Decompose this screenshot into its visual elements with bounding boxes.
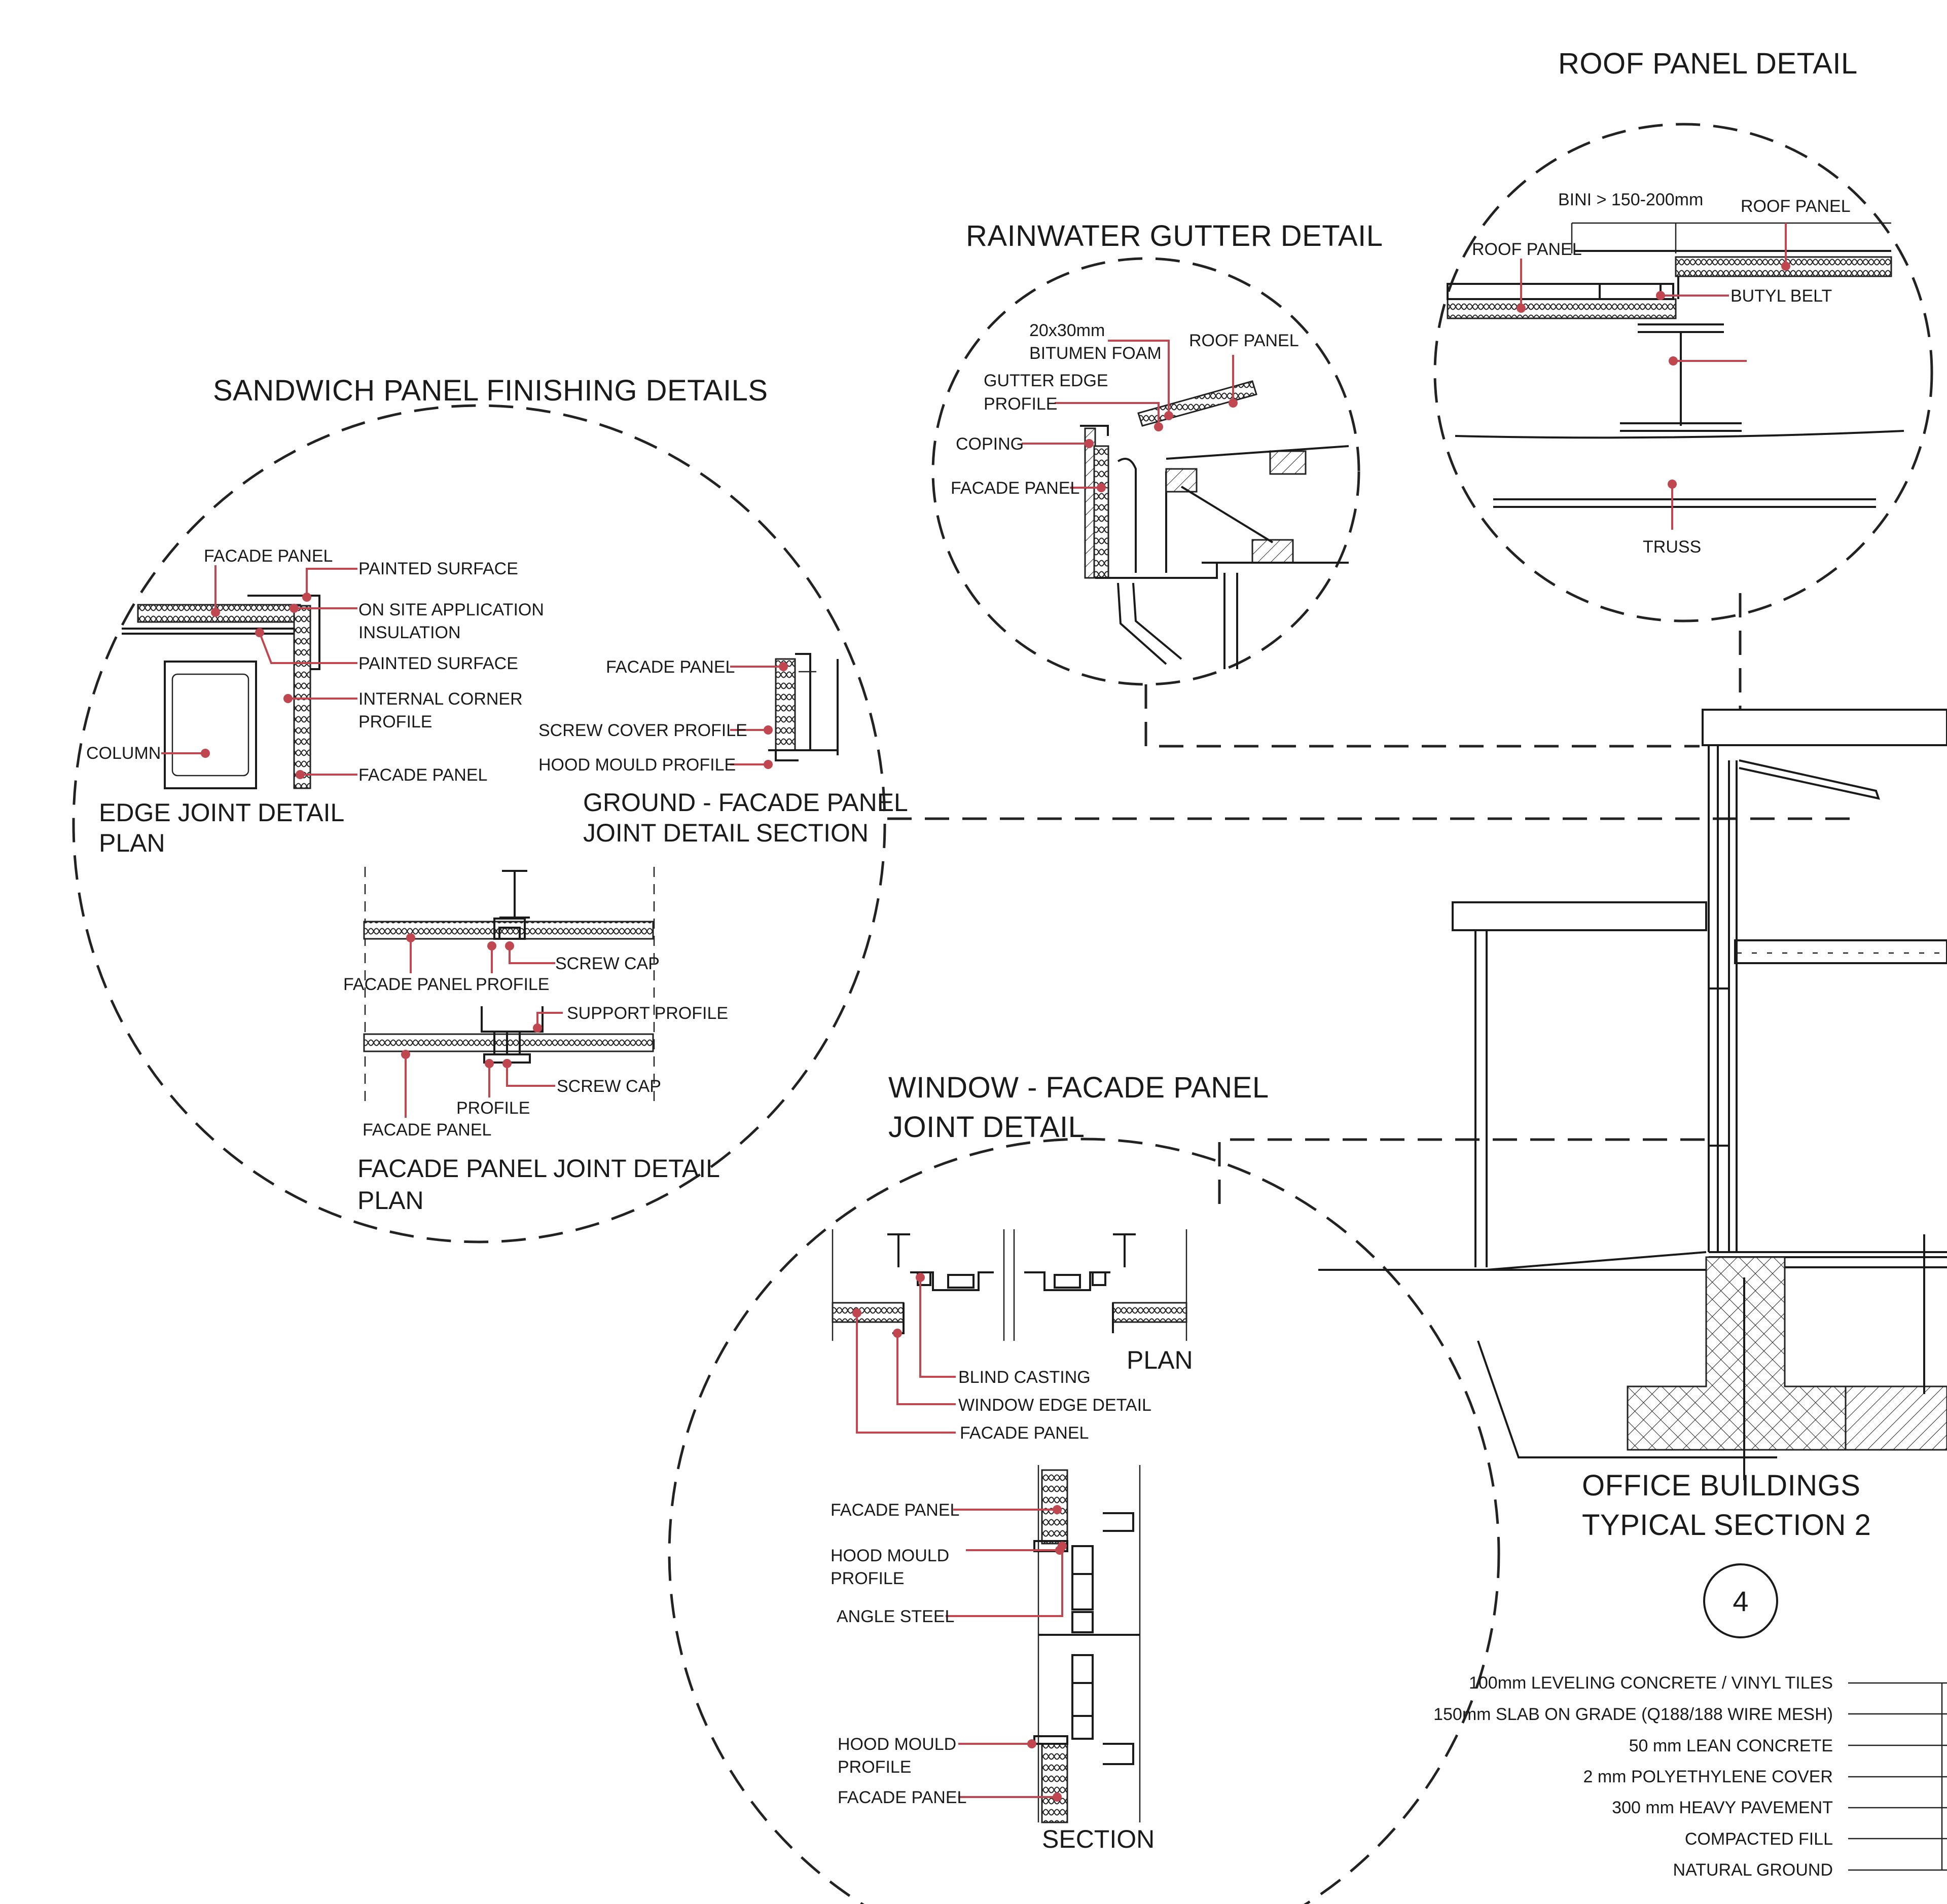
label-gutter-edge-line2: PROFILE: [984, 394, 1057, 414]
label-section-facade-panel: FACADE PANEL: [831, 1500, 959, 1520]
gutter-leaders: [1022, 340, 1238, 492]
window-section-leaders: [946, 1505, 1067, 1802]
label-bitumen-size: 20x30mm: [1029, 321, 1105, 340]
section-number-bubble: 4: [1703, 1563, 1778, 1638]
window-plan-leaders: [852, 1273, 956, 1434]
edge-joint-caption: EDGE JOINT DETAIL: [99, 798, 344, 827]
layer-7: NATURAL GROUND: [1673, 1860, 1833, 1880]
window-connector: [1218, 1138, 1706, 1204]
label-gutter-facade-panel: FACADE PANEL: [951, 479, 1079, 498]
panel-joint-caption-line2: PLAN: [357, 1186, 424, 1215]
roof-leaders: [1517, 223, 1790, 530]
label-hood-mould-top-line2: PROFILE: [831, 1569, 904, 1588]
sandwich-title: SANDWICH PANEL FINISHING DETAILS: [213, 374, 768, 407]
label-coping: COPING: [956, 434, 1024, 454]
label-truss: TRUSS: [1643, 537, 1701, 557]
window-title-line1: WINDOW - FACADE PANEL: [888, 1071, 1269, 1104]
edge-joint-caption-line2: PLAN: [99, 829, 165, 857]
label-angle-steel: ANGLE STEEL: [837, 1607, 954, 1626]
layer-4: 2 mm POLYETHYLENE COVER: [1583, 1767, 1833, 1786]
window-title-line2: JOINT DETAIL: [888, 1111, 1085, 1144]
label-roof-panel-left: ROOF PANEL: [1472, 240, 1582, 259]
window-plan-drawing: [832, 1229, 1187, 1341]
ground-caption: GROUND - FACADE PANEL: [583, 788, 908, 817]
layer-3: 50 mm LEAN CONCRETE: [1629, 1736, 1833, 1755]
window-plan-caption: PLAN: [1127, 1346, 1193, 1374]
window-section-caption: SECTION: [1042, 1825, 1155, 1853]
label-screw-cap: SCREW CAP: [555, 954, 660, 973]
label-hood-mould-top: HOOD MOULD: [831, 1546, 949, 1565]
building-section-drawing: [1318, 709, 1947, 1480]
label-plan-facade-panel: FACADE PANEL: [960, 1423, 1089, 1443]
label-roof-dimension: BINI > 150-200mm: [1558, 190, 1703, 209]
label-onsite-insulation: ON SITE APPLICATION: [358, 600, 544, 619]
label-profile: PROFILE: [476, 975, 549, 994]
label-support-profile: SUPPORT PROFILE: [567, 1004, 728, 1023]
ground-joint-drawing: [768, 653, 839, 761]
window-detail-circle: [668, 1138, 1500, 1904]
label-roof-panel-right: ROOF PANEL: [1741, 197, 1851, 216]
label-hood-mould-bottom-line2: PROFILE: [838, 1757, 911, 1777]
label-gutter-roof-panel: ROOF PANEL: [1189, 331, 1299, 350]
label-blind-casting: BLIND CASTING: [958, 1368, 1091, 1387]
label-hood-mould-profile: HOOD MOULD PROFILE: [538, 755, 736, 775]
panel-joint-caption: FACADE PANEL JOINT DETAIL: [357, 1154, 720, 1183]
label-gutter-edge: GUTTER EDGE: [984, 371, 1108, 390]
layer-legend: [1848, 1682, 1947, 1871]
sandwich-detail-circle: [72, 404, 886, 1243]
label-joint-facade-panel-2: FACADE PANEL: [363, 1120, 491, 1140]
layer-6: COMPACTED FILL: [1685, 1829, 1833, 1849]
label-joint-facade-panel: FACADE PANEL: [343, 975, 472, 994]
label-painted-surface: PAINTED SURFACE: [358, 559, 518, 578]
ground-caption-line2: JOINT DETAIL SECTION: [583, 819, 869, 847]
label-ground-facade-panel: FACADE PANEL: [606, 657, 735, 677]
label-section-facade-panel-bottom: FACADE PANEL: [838, 1788, 966, 1807]
label-onsite-insulation-line2: INSULATION: [358, 623, 461, 642]
label-facade-panel-bottom: FACADE PANEL: [358, 765, 487, 785]
label-painted-surface-2: PAINTED SURFACE: [358, 654, 518, 673]
label-profile-2: PROFILE: [456, 1099, 530, 1118]
window-section-drawing: [1033, 1465, 1141, 1823]
edge-joint-leaders: [161, 565, 357, 779]
label-hood-mould-bottom: HOOD MOULD: [838, 1735, 956, 1754]
section-number: 4: [1733, 1585, 1748, 1617]
panel-joint-drawing: [363, 867, 655, 1108]
gutter-detail-circle: [931, 257, 1360, 686]
label-butyl-belt: BUTYL BELT: [1730, 286, 1832, 306]
section-title-line2: TYPICAL SECTION 2: [1582, 1509, 1871, 1542]
gutter-title: RAINWATER GUTTER DETAIL: [966, 219, 1383, 252]
label-screw-cap-2: SCREW CAP: [557, 1077, 661, 1096]
label-internal-corner-line2: PROFILE: [358, 712, 432, 731]
roof-drawing: [1447, 222, 1904, 508]
layer-2: 150mm SLAB ON GRADE (Q188/188 WIRE MESH): [1433, 1705, 1833, 1724]
label-screw-cover-profile: SCREW COVER PROFILE: [538, 721, 747, 740]
layer-1: 100mm LEVELING CONCRETE / VINYL TILES: [1469, 1673, 1833, 1693]
roof-title: ROOF PANEL DETAIL: [1558, 47, 1858, 80]
gutter-drawing: [1080, 380, 1349, 669]
label-window-edge: WINDOW EDGE DETAIL: [958, 1396, 1151, 1415]
label-facade-panel: FACADE PANEL: [204, 546, 333, 566]
label-internal-corner: INTERNAL CORNER: [358, 689, 523, 709]
label-bitumen-foam: BITUMEN FOAM: [1029, 344, 1162, 363]
ground-joint-leaders: [730, 662, 788, 769]
section-title-line1: OFFICE BUILDINGS: [1582, 1469, 1860, 1502]
roof-detail-circle: [1433, 123, 1933, 623]
label-column: COLUMN: [86, 744, 161, 763]
panel-joint-leaders: [401, 933, 563, 1118]
layer-5: 300 mm HEAVY PAVEMENT: [1612, 1798, 1833, 1817]
gutter-connector: [1144, 684, 1700, 748]
